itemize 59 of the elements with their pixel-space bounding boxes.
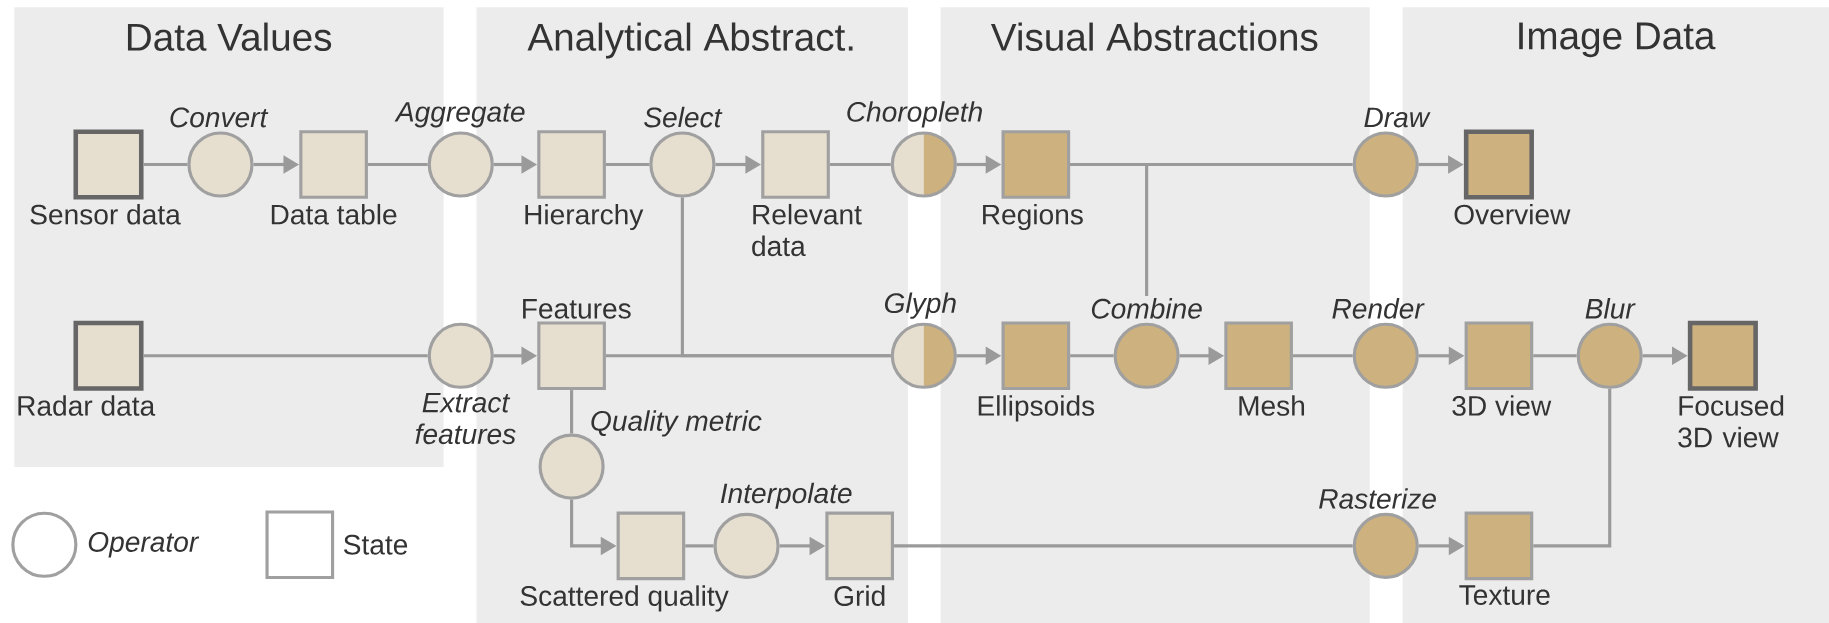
connector-line xyxy=(680,197,891,358)
connector-line xyxy=(1533,388,1612,548)
node-label: Overview xyxy=(1454,203,1571,225)
state-square: Ellipsoids xyxy=(978,321,1095,422)
legend-item: Operator xyxy=(11,511,200,578)
connector-line xyxy=(367,163,428,167)
state-square: Relevant data xyxy=(752,130,862,257)
node-label: Convert xyxy=(170,107,269,128)
state-square: Scattered quality xyxy=(520,511,729,612)
node-label: Scattered quality xyxy=(520,585,729,612)
node-label: Choropleth xyxy=(847,101,982,128)
node-label: Focused 3D view xyxy=(1678,395,1784,448)
state-square: Data table xyxy=(271,130,397,225)
node-label: Radar data xyxy=(18,395,156,416)
state-square: Texture xyxy=(1459,511,1550,605)
state-square: Features xyxy=(523,299,631,391)
node-label: Relevant data xyxy=(752,203,862,257)
legend-item: State xyxy=(265,510,408,580)
connector-line xyxy=(1292,354,1353,358)
connector-line xyxy=(143,163,188,167)
connector-line xyxy=(1533,354,1577,358)
state-square: 3D view xyxy=(1452,321,1552,416)
node-label: Aggregate xyxy=(394,102,525,128)
node-label: Data table xyxy=(271,203,397,225)
node-label: Sensor data xyxy=(30,203,181,225)
state-square: Sensor data xyxy=(30,129,181,225)
node-label: Quality metric xyxy=(591,410,762,437)
state-square: Grid xyxy=(825,511,895,607)
connector-line xyxy=(894,544,1353,548)
connector-line xyxy=(685,544,714,548)
state-square: Radar data xyxy=(18,320,156,416)
node-label: Blur xyxy=(1585,298,1636,319)
state-square: Regions xyxy=(983,130,1083,231)
node-label: Texture xyxy=(1459,585,1550,606)
connector-line xyxy=(570,390,574,434)
node-label: Draw xyxy=(1364,107,1431,128)
node-label: Grid xyxy=(834,585,885,607)
state-square: Overview xyxy=(1454,129,1571,225)
connector-line xyxy=(1070,163,1149,296)
connector-line xyxy=(829,163,891,167)
node-label: Features xyxy=(523,299,631,319)
node-label: Interpolate xyxy=(720,482,852,509)
node-label: Glyph xyxy=(884,292,956,319)
state-square: Hierarchy xyxy=(525,130,644,231)
node-label: Combine xyxy=(1091,298,1202,319)
node-label: Mesh xyxy=(1239,395,1305,416)
node-label: Ellipsoids xyxy=(978,395,1095,422)
node-label: Hierarchy xyxy=(525,203,644,231)
state-square: Focused 3D view xyxy=(1678,320,1784,448)
connector-line xyxy=(1070,354,1114,358)
state-square: Mesh xyxy=(1224,321,1304,416)
connector-line xyxy=(605,163,650,167)
node-label: Rasterize xyxy=(1319,488,1436,509)
connector-line xyxy=(143,354,428,358)
node-label: Select xyxy=(644,106,723,128)
node-label: Render xyxy=(1332,298,1425,319)
node-label: 3D view xyxy=(1452,395,1552,416)
node-label: Extract features xyxy=(415,392,516,445)
node-label: Regions xyxy=(983,203,1083,231)
